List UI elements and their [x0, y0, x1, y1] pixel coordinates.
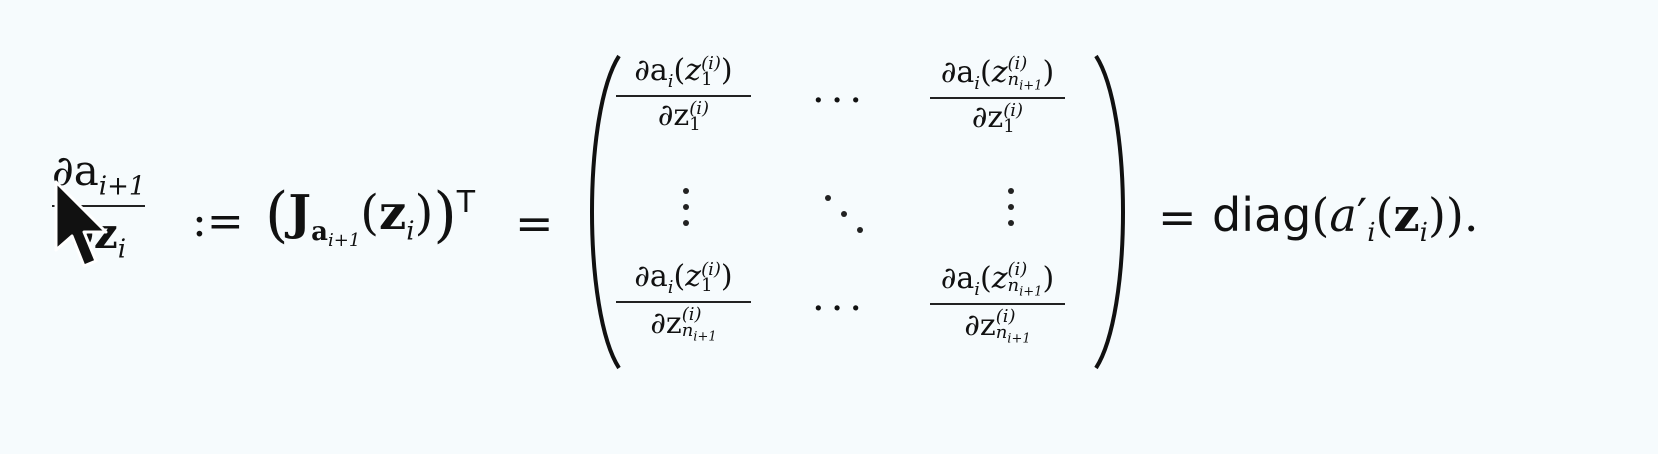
matrix-cell-1-1: ∂ai(z(i)1) ∂z(i)1: [616, 53, 751, 136]
cell-fraction-bar: [616, 301, 751, 304]
diag-a: a: [1329, 188, 1357, 242]
cell-fraction-bar: [930, 97, 1065, 100]
lhs-numerator-sub: i+1: [98, 171, 146, 202]
matrix-cell-3-1: ∂ai(z(i)1) ∂z(i)ni+1: [616, 259, 751, 345]
diag-end: )).: [1427, 188, 1479, 242]
cell-denominator: ∂z: [657, 98, 690, 134]
cell-z: z: [991, 55, 1008, 91]
diag-a-sub: i: [1367, 218, 1376, 249]
cell-sub: 1: [701, 275, 713, 297]
cell-index: i: [667, 277, 674, 299]
diag-inner-open-paren: (: [1375, 188, 1394, 242]
cell-sup: (i): [701, 53, 721, 74]
cell-denominator: ∂z: [971, 100, 1004, 136]
cell-numerator-partial: ∂a: [634, 53, 668, 89]
cell-den-sub-n-sub: i+1: [1007, 332, 1031, 348]
mouse-pointer-icon: [54, 180, 108, 268]
lhs-denominator-sub: i: [117, 234, 127, 265]
jacobian-transpose: (Jai+1(zi))T: [265, 180, 475, 251]
vertical-dots-right: [1008, 188, 1016, 236]
jacobian-arg-open: (: [360, 185, 380, 241]
cell-z: z: [685, 259, 702, 295]
diag-z: z: [1393, 188, 1420, 242]
jacobian-sub-a-sub: i+1: [328, 229, 361, 251]
cell-sub-n-sub: i+1: [1019, 284, 1043, 300]
cell-denominator: ∂z: [964, 308, 996, 344]
cell-fraction-bar: [930, 303, 1065, 306]
jacobian-open-paren: (: [265, 180, 289, 250]
cell-sup: (i): [701, 259, 721, 280]
definition-symbol: :=: [192, 196, 244, 247]
lhs-fraction-bar: [52, 205, 146, 208]
equals-sign-2: =: [1158, 190, 1197, 244]
cell-numerator-partial: ∂a: [940, 261, 975, 297]
cell-den-sub: 1: [1003, 116, 1015, 138]
diag-z-sub: i: [1419, 218, 1428, 249]
cell-open-paren: (: [980, 261, 992, 297]
cell-den-sub-n: n: [681, 320, 694, 342]
cell-sub-n: n: [1007, 275, 1020, 297]
cell-index: i: [667, 71, 674, 93]
cell-close-paren: ): [720, 259, 733, 295]
cell-close-paren: ): [1042, 55, 1055, 91]
cell-den-sup: (i): [689, 98, 710, 120]
diag-expression: diag(a′i(zi)).: [1212, 188, 1478, 248]
cell-open-paren: (: [980, 55, 992, 91]
matrix-left-paren: [590, 54, 621, 370]
jacobian-arg-close: ): [414, 185, 434, 241]
matrix-cell-3-3: ∂ai(z(i)ni+1) ∂z(i)ni+1: [930, 259, 1065, 348]
cell-index: i: [974, 279, 980, 301]
vertical-dots-left: [683, 188, 691, 236]
cell-z: z: [685, 53, 702, 89]
cell-den-sub-n: n: [995, 322, 1008, 344]
cell-sub-n: n: [1007, 69, 1020, 91]
cell-numerator-partial: ∂a: [634, 259, 668, 295]
matrix-cell-1-3: ∂ai(z(i)ni+1) ∂z(i)1: [930, 53, 1065, 138]
diag-open-paren: (: [1311, 188, 1330, 242]
cell-den-sup: (i): [995, 306, 1016, 328]
lhs-fraction: ∂ai+1 ∂zi: [52, 150, 146, 265]
cell-index: i: [974, 73, 980, 95]
equals-sign: =: [515, 196, 554, 250]
cell-sub: 1: [701, 69, 713, 91]
cell-open-paren: (: [673, 53, 686, 89]
cell-close-paren: ): [720, 53, 733, 89]
diag-prime: ′: [1356, 188, 1368, 242]
cell-z: z: [991, 261, 1008, 297]
cell-sub-n-sub: i+1: [1019, 78, 1043, 94]
jacobian-close-paren: ): [433, 180, 457, 250]
jacobian-arg-z: z: [379, 185, 407, 241]
cell-fraction-bar: [616, 95, 751, 98]
transpose-symbol: T: [456, 185, 476, 220]
cell-den-sub: 1: [689, 114, 701, 136]
diagonal-dots: [825, 195, 863, 233]
cell-sup: (i): [1007, 259, 1028, 280]
cell-den-sup: (i): [681, 304, 702, 326]
cell-denominator: ∂z: [650, 306, 682, 342]
cell-close-paren: ): [1042, 261, 1055, 297]
matrix-right-paren: [1094, 54, 1125, 370]
jacobian-symbol: J: [288, 185, 312, 241]
cell-den-sup: (i): [1003, 100, 1024, 122]
horizontal-dots: ···: [812, 78, 869, 124]
cell-den-sub-n-sub: i+1: [693, 329, 717, 345]
horizontal-dots: ···: [812, 286, 869, 332]
jacobian-sub-a: a: [311, 216, 328, 247]
cell-open-paren: (: [673, 259, 686, 295]
cell-sup: (i): [1007, 53, 1028, 74]
cell-numerator-partial: ∂a: [940, 55, 975, 91]
jacobian-arg-sub: i: [406, 216, 415, 247]
diag-word: diag: [1212, 188, 1312, 242]
